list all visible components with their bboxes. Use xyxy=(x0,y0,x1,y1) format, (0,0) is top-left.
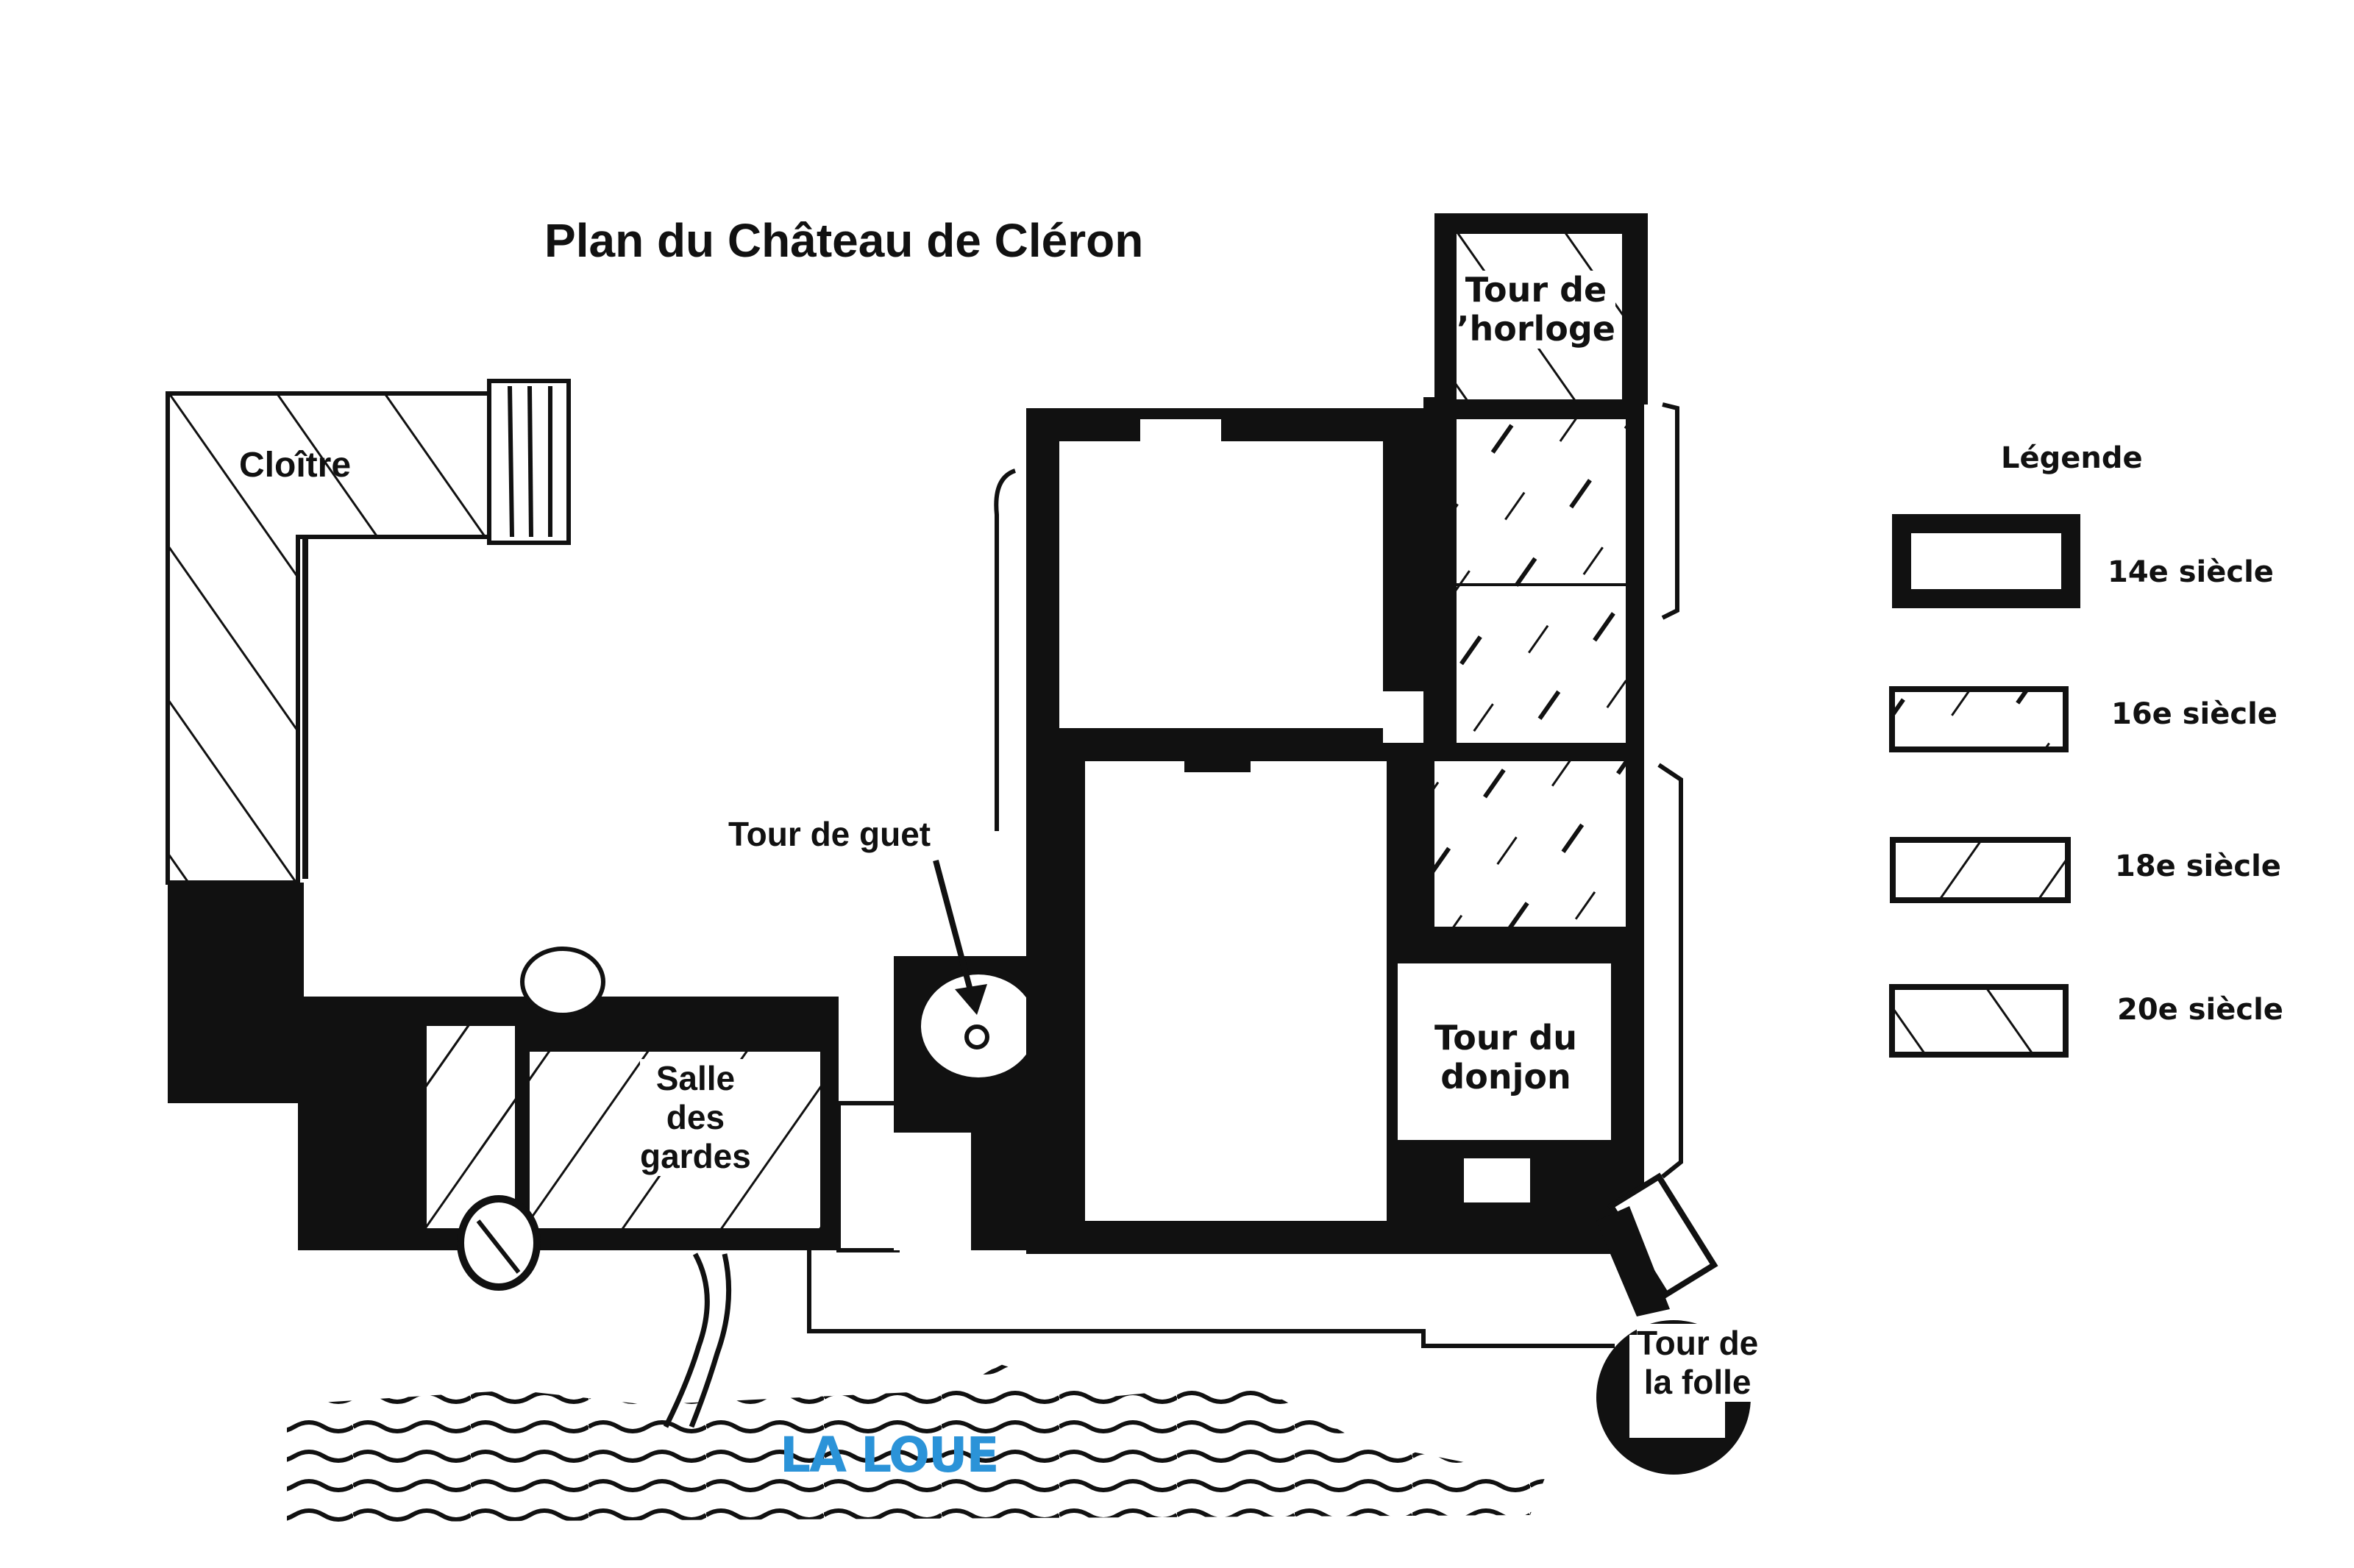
outer-walls xyxy=(807,402,1683,1348)
room-label-line: gardes xyxy=(640,1136,751,1175)
legend-title: Légende xyxy=(2001,441,2143,475)
room-label-line: Tour du xyxy=(1434,1018,1577,1058)
legend-label-20e: 20e siècle xyxy=(2117,993,2283,1027)
room-label-cloitre: Cloître xyxy=(239,446,352,485)
legend-label-16e: 16e siècle xyxy=(2111,697,2277,731)
room-label-line: Salle xyxy=(655,1059,736,1097)
salle-des-gardes-block xyxy=(298,947,839,1291)
main-hall-block xyxy=(1026,408,1427,1254)
cloitre-wing xyxy=(166,379,571,885)
room-label-line: Tour de xyxy=(1637,1324,1759,1362)
room-label-tour-de-la-folle: Tour de la folle xyxy=(1637,1324,1759,1402)
legend-label-18e: 18e siècle xyxy=(2115,849,2281,883)
room-label-line: la folle xyxy=(1643,1362,1752,1401)
room-label-line: donjon xyxy=(1440,1056,1571,1097)
legend-label-14e: 14e siècle xyxy=(2108,555,2274,589)
room-label-line: des xyxy=(666,1097,725,1136)
east-wing-block xyxy=(1398,397,1644,1254)
room-label-line: Tour de xyxy=(1465,270,1607,310)
river-stairs xyxy=(663,1252,732,1428)
tour-de-guet-block xyxy=(836,956,1036,1252)
room-label-salle-des-gardes: Salle des gardes xyxy=(640,1059,751,1176)
page-title: Plan du Château de Cléron xyxy=(544,214,1144,267)
room-label-line: ’horloge xyxy=(1457,308,1616,349)
room-label-tour-de-guet: Tour de guet xyxy=(728,815,931,853)
room-label-tour-du-donjon: Tour du donjon xyxy=(1434,1019,1577,1097)
room-label-tour-horloge: Tour de ’horloge xyxy=(1457,270,1616,349)
river-label: LA LOUE xyxy=(780,1427,1000,1483)
river-la-loue xyxy=(287,1364,1545,1522)
legend-swatches xyxy=(1889,514,2080,1058)
west-annex xyxy=(168,883,304,1103)
tour-de-guet-arrow xyxy=(933,859,987,1015)
